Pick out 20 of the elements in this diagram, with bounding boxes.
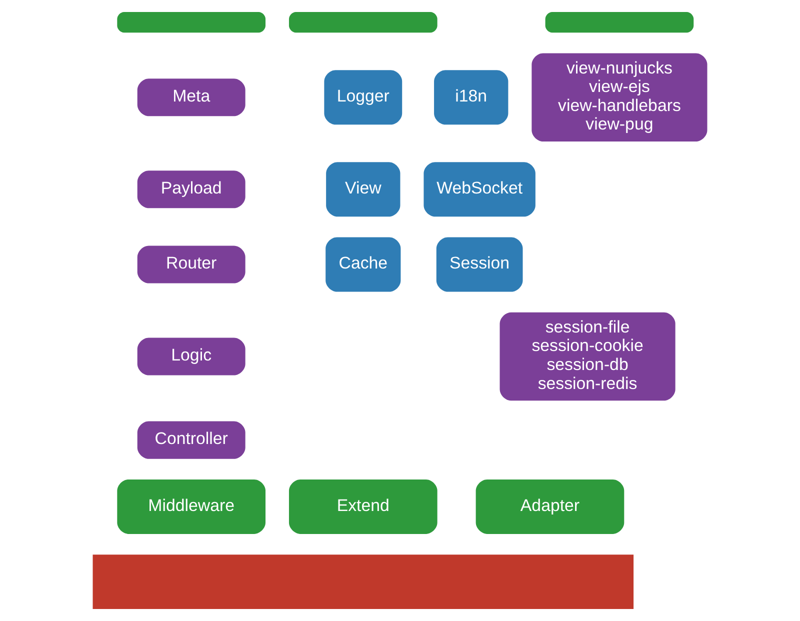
node-box: Cache <box>326 237 401 292</box>
node-box: view-nunjucks view-ejs view-handlebars view-pug <box>532 53 708 142</box>
node-box: View <box>326 162 400 217</box>
node-box: Middleware <box>117 480 266 534</box>
node-box: Meta <box>137 78 246 116</box>
node-box: WebSocket <box>424 162 536 217</box>
node-box: Adapter <box>476 480 624 534</box>
node-box: Logic <box>137 338 246 376</box>
node-bar <box>92 554 634 610</box>
node-box <box>545 12 694 33</box>
node-box: Payload <box>137 170 246 208</box>
node-box: Controller <box>137 421 246 459</box>
node-box: session-file session-cookie session-db session-redis <box>500 312 676 401</box>
node-box: Session <box>436 237 523 292</box>
node-box <box>288 12 438 33</box>
node-box <box>117 12 266 33</box>
node-box: Logger <box>324 70 402 125</box>
node-box: i18n <box>434 70 508 125</box>
node-box: Extend <box>288 480 438 534</box>
node-box: Router <box>137 246 246 284</box>
